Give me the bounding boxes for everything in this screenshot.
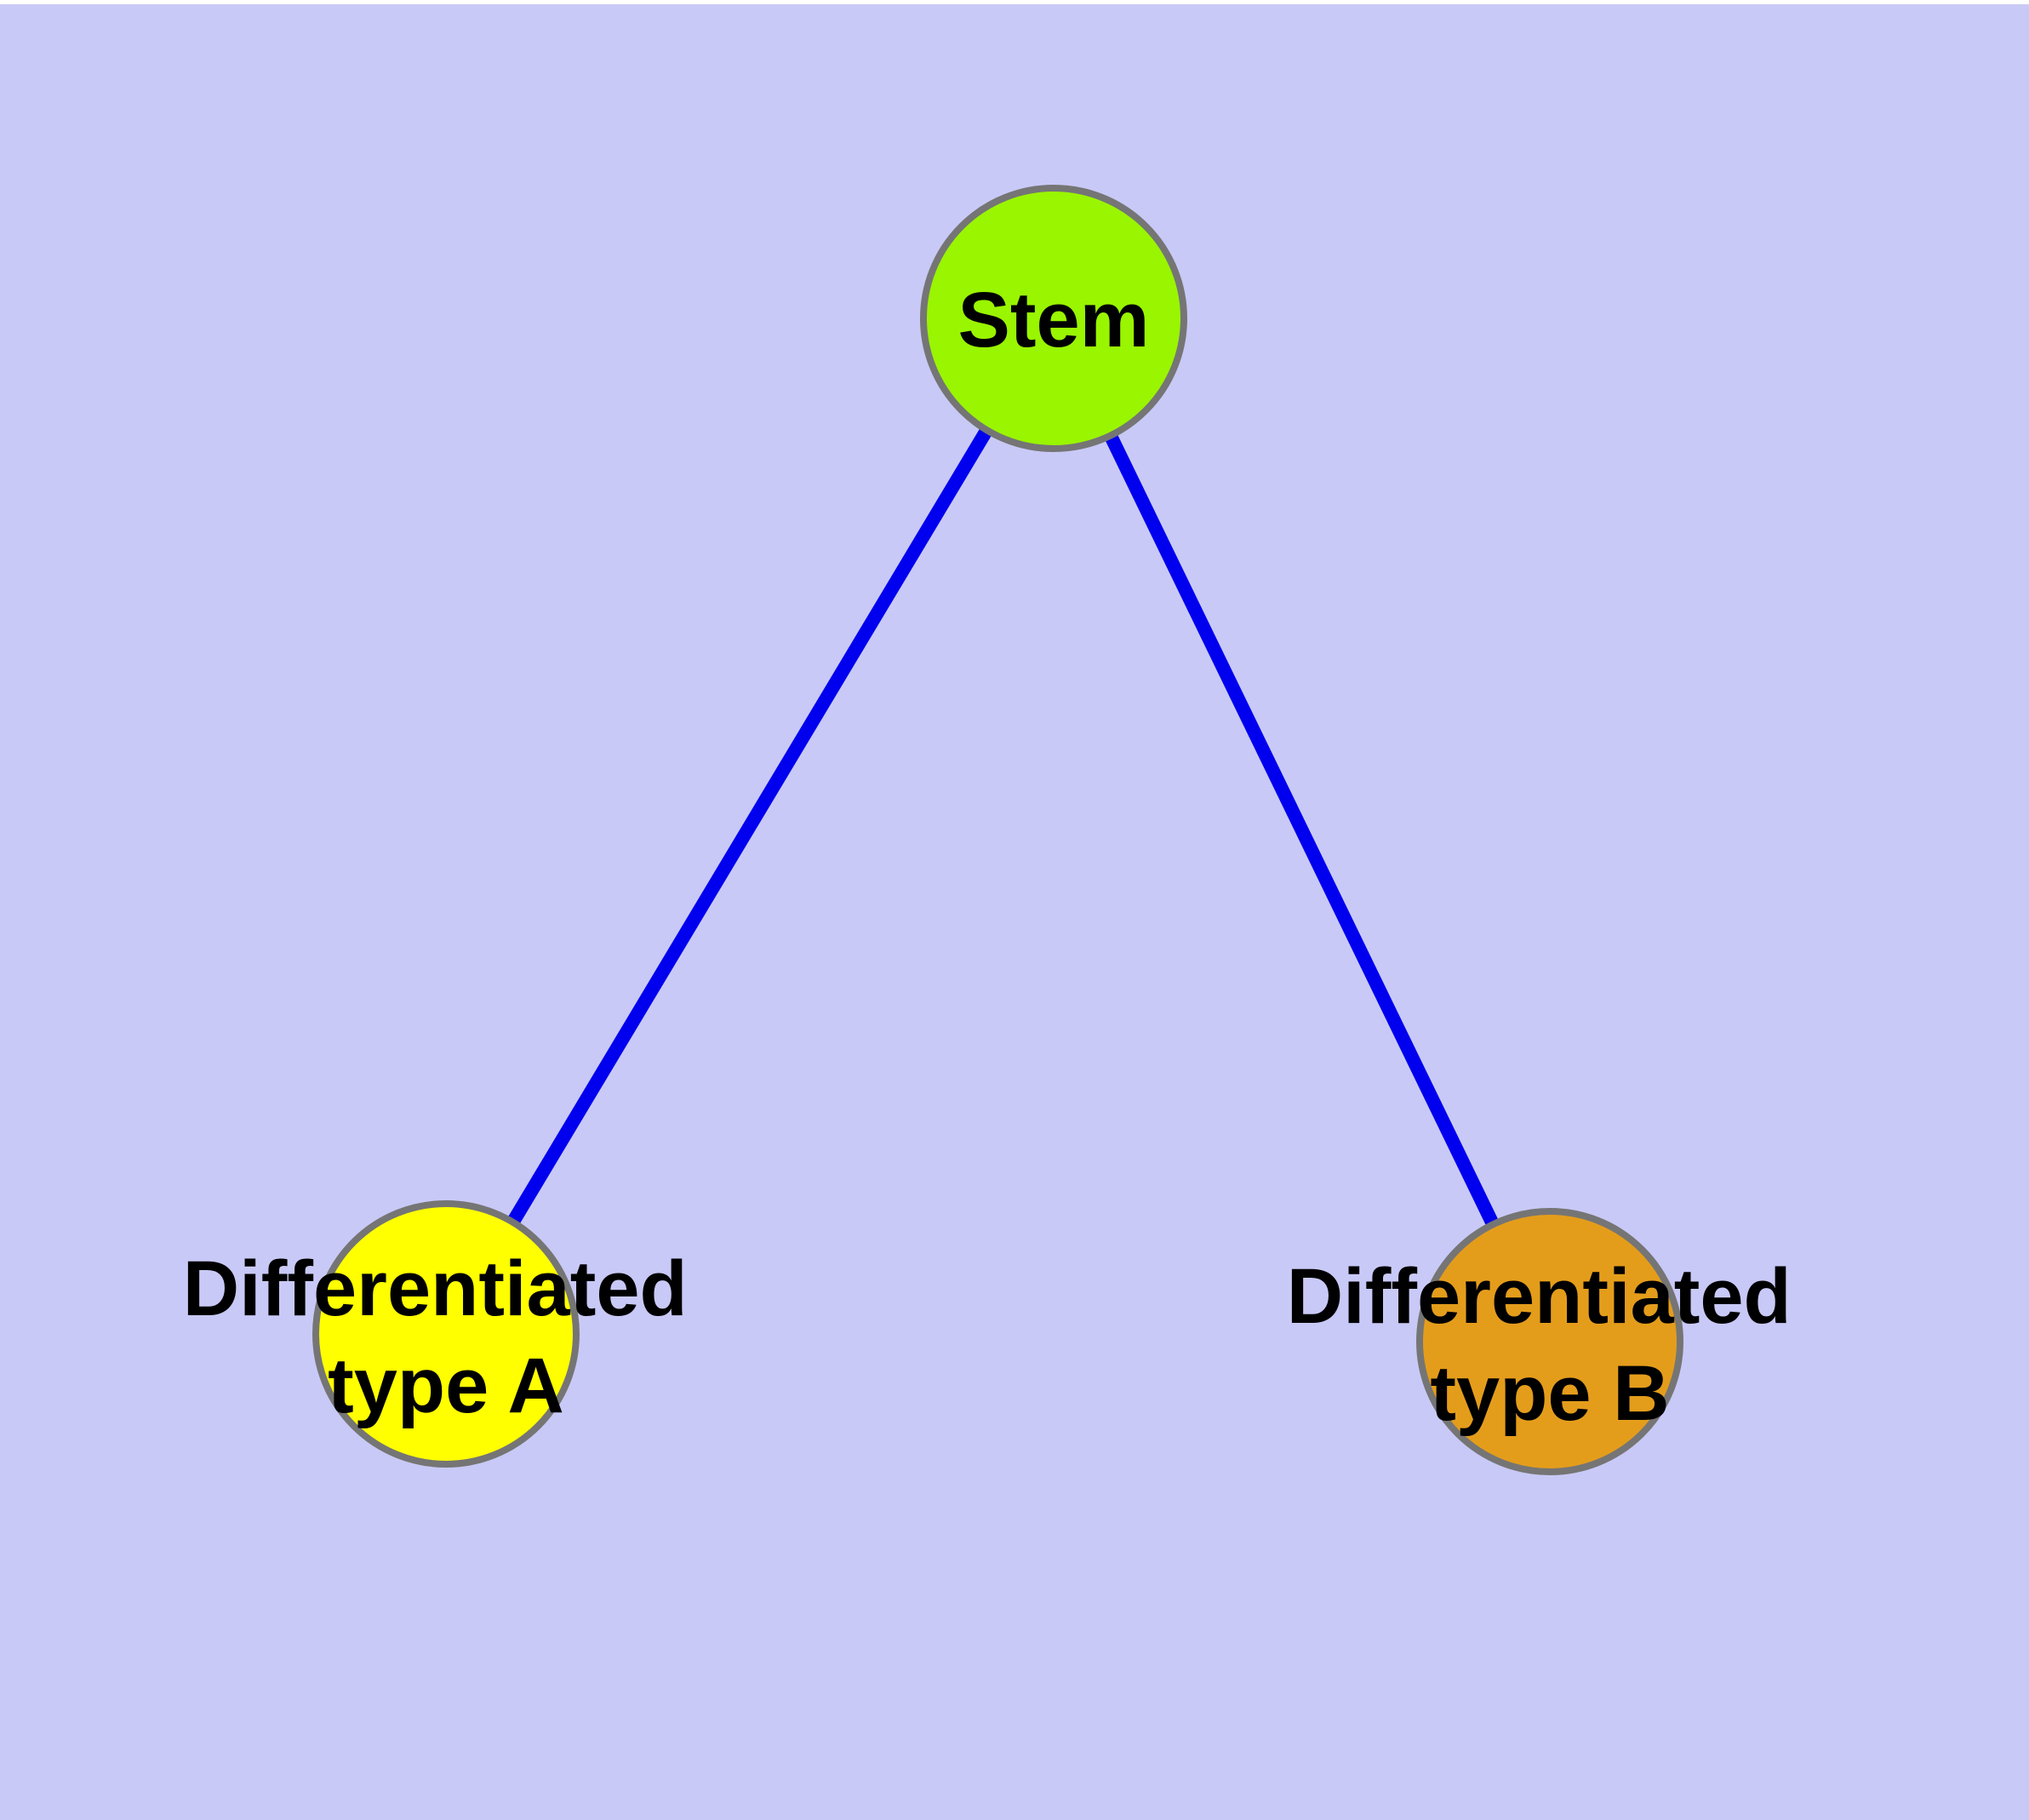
node-differentiated-type-a: [312, 1200, 580, 1468]
node-type-a-label: Differentiated type A: [183, 1245, 710, 1429]
node-type-a-label-line2: type A: [328, 1342, 564, 1429]
node-stem-label: Stem: [958, 277, 1150, 363]
edge-stem-to-type-a: [440, 314, 1060, 1338]
edge-stem-to-type-b: [1047, 315, 1557, 1345]
node-type-b-label-line1: Differentiated: [1287, 1253, 1792, 1340]
node-type-b-label-line2: type B: [1430, 1350, 1669, 1437]
node-differentiated-type-b: [1416, 1208, 1683, 1475]
node-type-b-label: Differentiated type B: [1287, 1253, 1814, 1437]
node-stem: [920, 185, 1187, 452]
node-type-a-label-line1: Differentiated: [183, 1245, 688, 1332]
top-margin-strip: [0, 0, 2029, 4]
